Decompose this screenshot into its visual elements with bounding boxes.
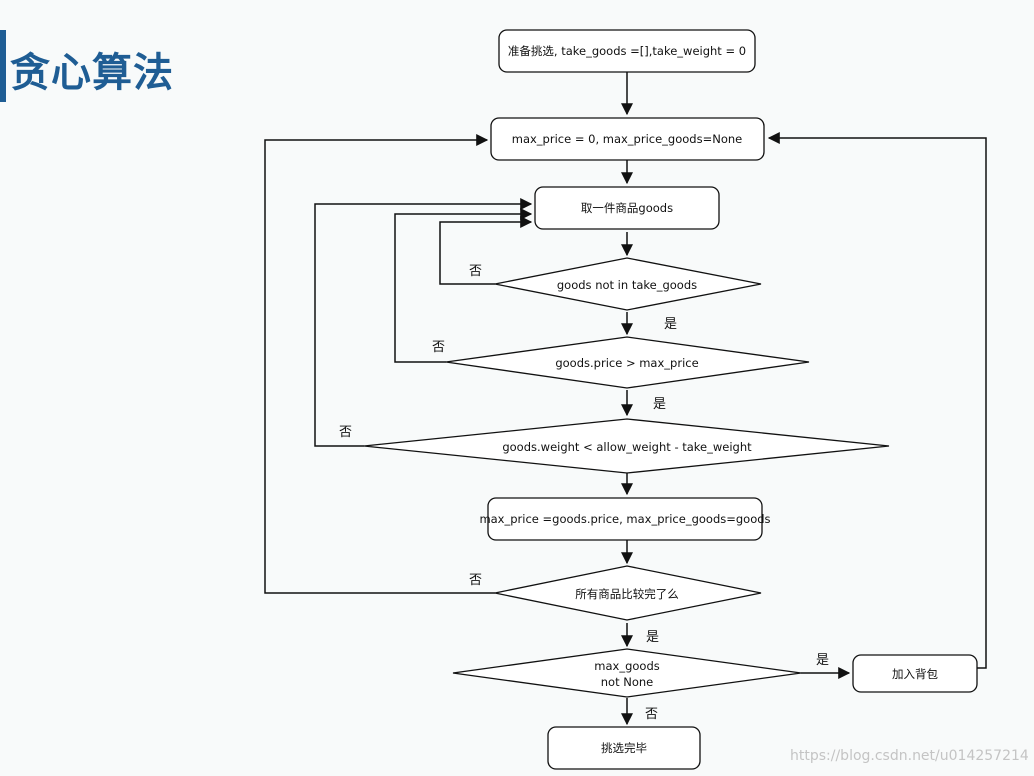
label-maxgoods-yes: 是: [816, 653, 829, 668]
node-finish-text: 挑选完毕: [601, 741, 647, 755]
label-weight-no: 否: [339, 425, 352, 440]
node-init-text: max_price = 0, max_price_goods=None: [512, 132, 742, 146]
node-maxgoods-text-1: max_goods: [594, 659, 659, 673]
label-maxgoods-no: 否: [645, 707, 658, 722]
node-finish-box: [547, 726, 701, 770]
label-price-no: 否: [432, 340, 445, 355]
label-price-yes: 是: [653, 397, 666, 412]
edge-weight-no: [314, 198, 533, 447]
node-price-text: goods.price > max_price: [555, 356, 698, 370]
node-all-diamond: [494, 565, 762, 621]
node-price-diamond: [445, 336, 810, 389]
node-update-text: max_price =goods.price, max_price_goods=…: [479, 512, 770, 526]
edge-notin-no: [439, 216, 533, 285]
node-maxgoods-text-2: not None: [601, 675, 654, 689]
node-bag-box: [852, 654, 978, 693]
node-all-text: 所有商品比较完了么: [575, 587, 679, 601]
label-notin-no: 否: [469, 264, 482, 279]
node-take-box: [534, 186, 720, 230]
node-weight-text: goods.weight < allow_weight - take_weigh…: [502, 440, 752, 454]
node-take-text: 取一件商品goods: [581, 201, 673, 215]
node-weight-diamond: [363, 418, 890, 474]
node-start-box: [498, 29, 756, 73]
node-update-box: [487, 497, 763, 541]
flowchart-edges: [264, 72, 987, 726]
node-notin-text: goods not in take_goods: [557, 278, 697, 292]
edge-all-no: [264, 134, 495, 594]
edge-price-no: [394, 208, 533, 363]
label-all-yes: 是: [646, 630, 659, 645]
node-maxgoods-diamond: [452, 648, 802, 698]
node-notin-diamond: [494, 257, 762, 311]
edge-bag-loop: [767, 132, 987, 669]
label-all-no: 否: [469, 573, 482, 588]
node-start-text: 准备挑选, take_goods =[],take_weight = 0: [508, 44, 746, 58]
title-accent-bar: [0, 30, 6, 102]
page-title: 贪心算法: [10, 50, 174, 96]
watermark: https://blog.csdn.net/u014257214: [790, 748, 1029, 764]
label-notin-yes: 是: [664, 317, 677, 332]
node-bag-text: 加入背包: [892, 667, 938, 681]
node-init-box: [490, 117, 765, 161]
